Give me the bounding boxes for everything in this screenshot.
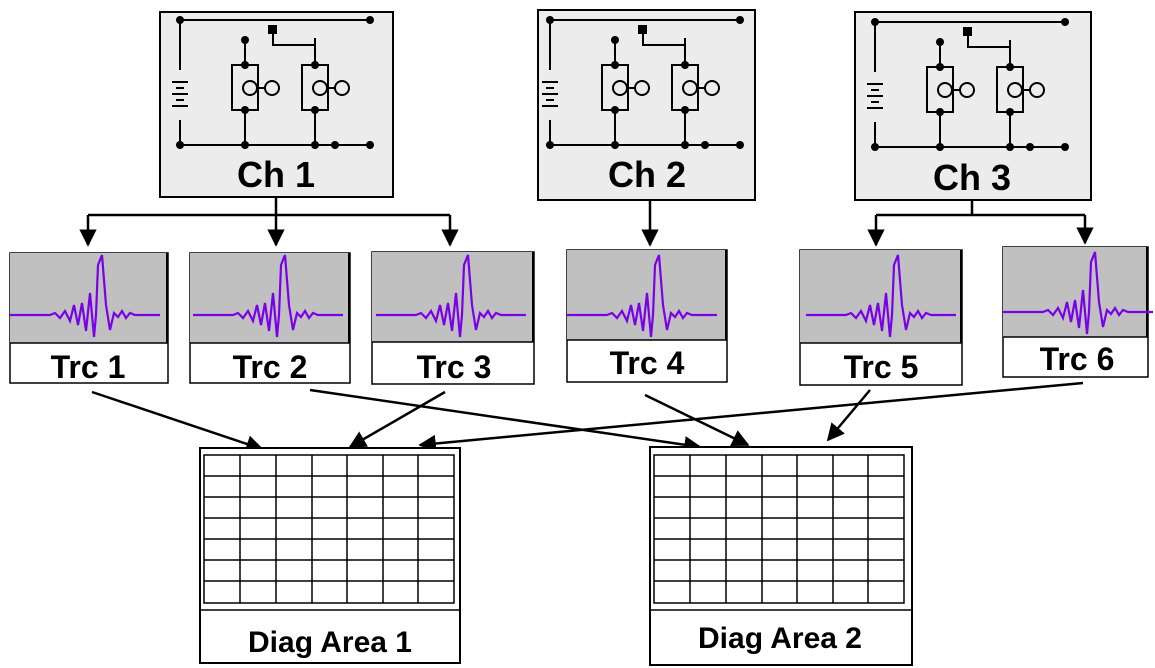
trace-trc6: Trc 6 (1001, 246, 1155, 378)
trace-trc1-label: Trc 1 (51, 349, 126, 385)
channel-ch3-label: Ch 3 (933, 157, 1011, 198)
trace-trc3-label: Trc 3 (417, 349, 492, 385)
trace-trc6-label: Trc 6 (1040, 341, 1115, 377)
channel-ch2-label: Ch 2 (608, 154, 686, 195)
trace-trc4: Trc 4 (565, 249, 728, 383)
trace-trc2-label: Trc 2 (233, 349, 308, 385)
trace-trc2: Trc 2 (189, 252, 351, 385)
trace-trc3: Trc 3 (371, 251, 535, 385)
channel-ch1: Ch 1 (159, 11, 394, 198)
diag-area-1: Diag Area 1 (199, 447, 461, 664)
trace-trc5-label: Trc 5 (844, 349, 919, 385)
trace-trc4-label: Trc 4 (610, 345, 685, 381)
channel-ch1-label: Ch 1 (237, 154, 315, 195)
trace-trc1: Trc 1 (8, 252, 169, 385)
trace-to-area-connectors (91, 381, 1084, 454)
channel-ch3: Ch 3 (854, 11, 1092, 201)
trace-trc5: Trc 5 (799, 249, 963, 386)
diag-area-2-grid (653, 454, 905, 604)
channel-to-trace-connectors (79, 197, 1094, 247)
diag-area-2: Diag Area 2 (649, 446, 913, 666)
diag-area-1-grid (203, 454, 455, 604)
diag-area-1-label: Diag Area 1 (248, 626, 412, 659)
channel-ch2: Ch 2 (537, 9, 756, 201)
diag-area-2-label: Diag Area 2 (698, 622, 862, 655)
